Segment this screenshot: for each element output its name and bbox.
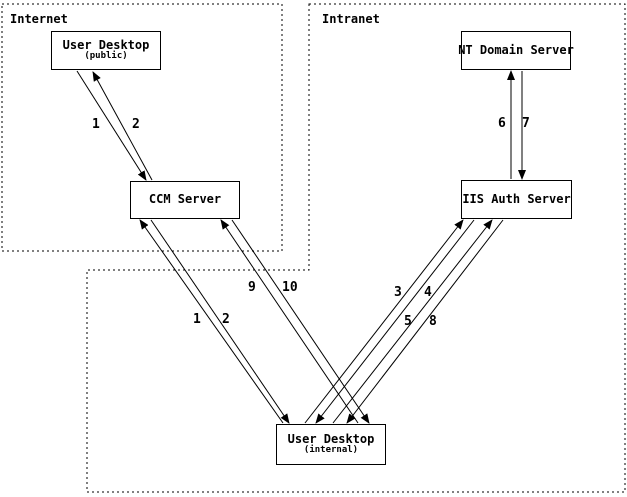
internet-zone-border (1, 3, 283, 252)
node-label: User Desktop (62, 37, 150, 52)
node-label: CCM Server (148, 192, 222, 207)
node-user-desktop-public: User Desktop (public) (51, 31, 161, 70)
node-label: NT Domain Server (458, 42, 574, 57)
edge-label-8: 8 (429, 314, 437, 329)
edge-label-2-internal: 2 (222, 312, 230, 327)
edge-label-5: 5 (404, 314, 412, 329)
edge-8-iis-to-internal-desktop (346, 219, 504, 424)
node-nt-domain-server: NT Domain Server (458, 31, 574, 70)
edge-2-ccm-to-public-desktop (92, 71, 153, 181)
edge-4-iis-to-internal-desktop (315, 219, 475, 424)
node-label: IIS Auth Server (462, 191, 571, 206)
edge-label-6: 6 (498, 116, 506, 131)
node-ccm-server: CCM Server (130, 181, 240, 219)
edge-10-ccm-to-internal-desktop (231, 219, 370, 424)
edge-label-10: 10 (282, 280, 298, 295)
node-sublabel: (internal) (303, 445, 359, 456)
edge-9-internal-desktop-to-ccm (220, 219, 359, 424)
node-iis-auth-server: IIS Auth Server (461, 180, 572, 219)
edge-3-internal-desktop-to-iis (304, 219, 464, 424)
intranet-zone-border (86, 3, 626, 493)
edge-2-ccm-to-internal-desktop (150, 219, 290, 424)
node-user-desktop-internal: User Desktop (internal) (276, 424, 386, 465)
edge-label-1-public: 1 (92, 117, 100, 132)
edge-1-internal-desktop-to-ccm (139, 219, 284, 424)
edge-label-4: 4 (424, 285, 432, 300)
edge-label-3: 3 (394, 285, 402, 300)
node-sublabel: (public) (84, 51, 128, 62)
intranet-zone-label: Intranet (322, 12, 380, 26)
edge-5-internal-desktop-to-iis (332, 219, 493, 424)
edge-label-2-public: 2 (132, 117, 140, 132)
edge-1-public-desktop-to-ccm (76, 70, 147, 181)
edge-label-7: 7 (522, 116, 530, 131)
node-label: User Desktop (287, 431, 375, 446)
edge-label-1-internal: 1 (193, 312, 201, 327)
edge-label-9: 9 (248, 280, 256, 295)
internet-zone-label: Internet (10, 12, 68, 26)
